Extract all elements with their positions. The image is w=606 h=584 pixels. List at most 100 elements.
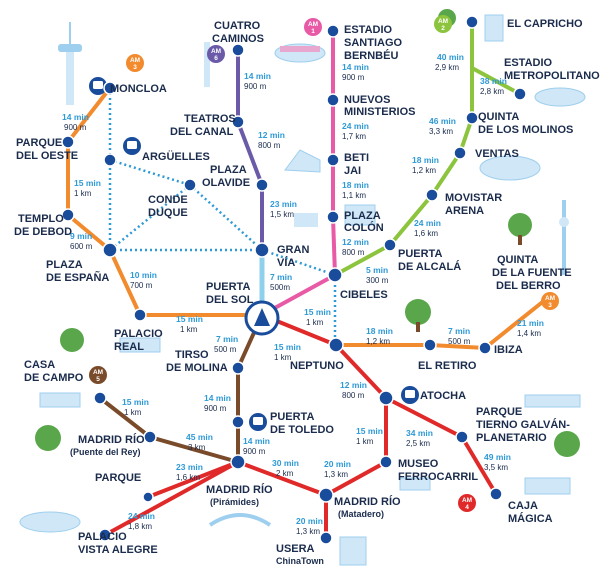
dist-quinta-ventas: 3,3 km (429, 127, 453, 136)
label-usera-1: USERA (276, 543, 315, 555)
time-beti-colon: 18 min (342, 180, 369, 190)
label-nuevos-2: MINISTERIOS (344, 106, 416, 118)
bus-icon-puerta-toledo (249, 413, 267, 431)
node-puerta-toledo[interactable] (231, 415, 245, 429)
label-moncloa: MONCLOA (110, 83, 167, 95)
node-beti[interactable] (326, 153, 340, 167)
label-puerta-toledo-1: PUERTA (270, 411, 314, 423)
dist-casa-rey: 1 km (124, 408, 142, 417)
label-parque-oeste-2: DEL OESTE (16, 150, 78, 162)
node-quinta-molinos[interactable] (465, 111, 479, 125)
route-lines (66, 22, 547, 538)
label-templo-1: TEMPLO (18, 213, 64, 225)
node-vista-alegre[interactable] (98, 528, 112, 542)
node-movistar[interactable] (425, 188, 439, 202)
node-capricho[interactable] (465, 15, 479, 29)
svg-text:AM: AM (93, 369, 103, 376)
label-parque-oeste-1: PARQUE (16, 137, 62, 149)
dotted-duque-espana (109, 184, 191, 251)
node-caja-magica[interactable] (489, 487, 503, 501)
dist-oeste-templo: 1 km (74, 189, 92, 198)
colon-fountain-icon (294, 213, 318, 227)
dist-teatros-olavide: 800 m (258, 141, 281, 150)
label-movistar-2: ARENA (445, 205, 484, 217)
node-tierno[interactable] (455, 430, 469, 444)
node-puerta-alcala[interactable] (383, 238, 397, 252)
label-bernabeu-1: ESTADIO (344, 24, 393, 36)
ventas-bullring-icon (479, 155, 541, 181)
dist-atocha-tierno: 2,5 km (406, 439, 430, 448)
label-rio-rey-1: MADRID RÍO (78, 433, 145, 446)
dist-palacio-sol: 1 km (180, 325, 198, 334)
time-palacio-sol: 15 min (176, 314, 203, 324)
node-ventas[interactable] (453, 146, 467, 160)
dist-va-pir: 1,8 km (128, 522, 152, 531)
node-metropolitano[interactable] (513, 87, 527, 101)
node-moncloa[interactable] (103, 81, 117, 95)
label-colon-2: COLÓN (344, 221, 384, 234)
label-teatros-2: DEL CANAL (170, 126, 234, 138)
node-museo-fc[interactable] (379, 455, 393, 469)
tree-retiro-icon (405, 299, 431, 332)
time-ibiza-berro: 21 min (517, 318, 544, 328)
node-ibiza[interactable] (478, 341, 492, 355)
node-tirso[interactable] (231, 361, 245, 375)
line-pink (331, 31, 337, 276)
node-rio-matadero[interactable] (318, 487, 334, 503)
node-neptuno[interactable] (328, 337, 344, 353)
dist-colon-cibeles: 800 m (342, 248, 365, 257)
dist-neptuno-atocha: 800 m (342, 391, 365, 400)
label-colon-1: PLAZA (344, 210, 381, 222)
node-parque-oeste[interactable] (61, 135, 75, 149)
stadium-bernabeu-icon (274, 43, 326, 63)
node-rio-rey[interactable] (143, 430, 157, 444)
time-oeste-templo: 15 min (74, 178, 101, 188)
illustrations (19, 9, 586, 566)
time-parque-pir: 23 min (176, 462, 203, 472)
node-atocha[interactable] (378, 390, 394, 406)
time-olavide-granvia: 23 min (270, 199, 297, 209)
line-orange-west (66, 86, 258, 317)
node-bernabeu[interactable] (326, 24, 340, 38)
node-casa-campo[interactable] (93, 391, 107, 405)
node-colon[interactable] (326, 210, 340, 224)
dist-rey-pir: 3 km (188, 443, 206, 452)
node-arguelles[interactable] (103, 153, 117, 167)
dist-neptuno-retiro: 1,2 km (366, 337, 390, 346)
label-metropolitano-1: ESTADIO (504, 57, 553, 69)
label-tierno-1: PARQUE (476, 406, 522, 418)
node-parque[interactable] (142, 491, 154, 503)
label-atocha: ATOCHA (420, 390, 466, 402)
label-neptuno: NEPTUNO (290, 360, 344, 372)
time-espana-palacio: 10 min (130, 270, 157, 280)
label-movistar-1: MOVISTAR (445, 192, 502, 204)
node-nuevos[interactable] (326, 93, 340, 107)
node-teatros[interactable] (231, 115, 245, 129)
node-rio-piramides[interactable] (230, 454, 246, 470)
node-palacio-real[interactable] (133, 308, 147, 322)
node-plaza-espana[interactable] (102, 242, 118, 258)
am6-badge: AM 6 (207, 45, 225, 63)
node-cibeles[interactable] (327, 267, 343, 283)
label-puerta-toledo-2: DE TOLEDO (270, 424, 334, 436)
node-usera[interactable] (319, 531, 333, 545)
time-granvia-sol: 7 min (270, 272, 292, 282)
tree-madrid-rio-icon (35, 425, 61, 451)
time-metro-quinta: 38 min (480, 76, 507, 86)
label-usera-2: ChinaTown (276, 556, 324, 566)
dist-nuevos-beti: 1,7 km (342, 132, 366, 141)
dist-templo-espana: 600 m (70, 242, 93, 251)
node-templo[interactable] (61, 208, 75, 222)
label-parque: PARQUE (95, 472, 141, 484)
node-olavide[interactable] (255, 178, 269, 192)
time-nuevos-beti: 24 min (342, 121, 369, 131)
dist-retiro-ibiza: 500 m (448, 337, 471, 346)
node-gran-via[interactable] (254, 242, 270, 258)
node-conde-duque[interactable] (183, 178, 197, 192)
label-puerta-alcala-2: DE ALCALÁ (398, 260, 461, 273)
node-cuatro-caminos[interactable] (231, 43, 245, 57)
label-museo-1: MUSEO (398, 458, 439, 470)
time-movistar-alcala: 24 min (414, 218, 441, 228)
node-el-retiro[interactable] (423, 338, 437, 352)
label-quinta-berro-1: QUINTA (497, 254, 538, 266)
